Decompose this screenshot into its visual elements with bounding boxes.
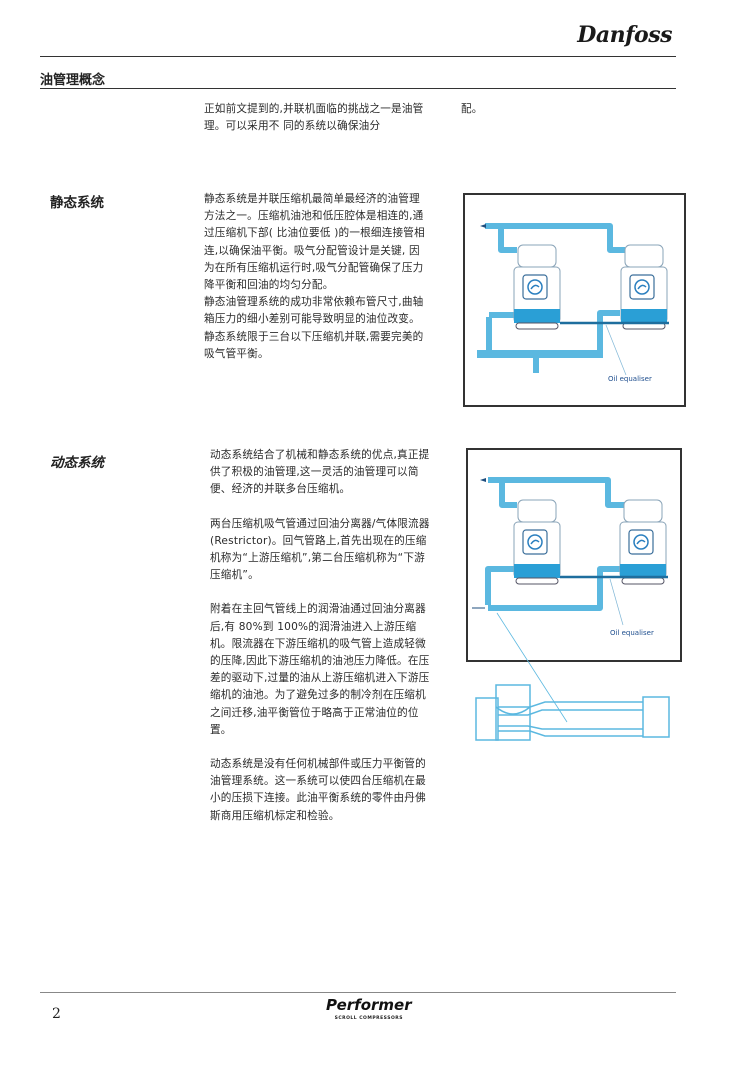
footer-rule: [40, 992, 676, 993]
oil-equaliser-label: Oil equaliser: [610, 629, 654, 637]
dynamic-system-heading: 动态系统: [50, 455, 104, 471]
static-system-text: 静态系统是并联压缩机最简单最经济的油管理方法之一。压缩机油池和低压腔体是相连的,…: [204, 191, 428, 363]
intro-text: 正如前文提到的,并联机面临的挑战之一是油管理。可以采用不 同的系统以确保油分: [204, 103, 424, 133]
section-rule: [40, 88, 676, 89]
performer-brand: Performer: [326, 996, 412, 1014]
static-system-heading: 静态系统: [50, 195, 104, 211]
dynamic-system-diagram: Oil equaliser: [466, 448, 682, 741]
paragraph: 动态系统结合了机械和静态系统的优点,真正提供了积极的油管理,这一灵活的油管理可以…: [210, 449, 430, 496]
paragraph: 两台压缩机吸气管通过回油分离器/气体限流器(Restrictor)。回气管路上,…: [210, 517, 430, 582]
danfoss-logo: Danfoss: [577, 22, 672, 48]
header-rule: [40, 56, 676, 57]
paragraph: 动态系统是没有任何机械部件或压力平衡管的油管理系统。这一系统可以使四台压缩机在最…: [210, 758, 426, 822]
oil-equaliser-label: Oil equaliser: [608, 375, 652, 383]
static-system-diagram: Oil equaliser: [463, 193, 686, 407]
paragraph: 附着在主回气管线上的润滑油通过回油分离器后,有 80%到 100%的润滑油进入上…: [210, 603, 430, 736]
section-title: 油管理概念: [40, 73, 106, 88]
restrictor-drawing: [475, 684, 670, 741]
dynamic-system-text: 动态系统结合了机械和静态系统的优点,真正提供了积极的油管理,这一灵活的油管理可以…: [210, 447, 434, 842]
paragraph: 静态系统是并联压缩机最简单最经济的油管理方法之一。压缩机油池和低压腔体是相连的,…: [204, 193, 425, 292]
paragraph: 静态油管理系统的成功非常依赖布管尺寸,曲轴箱压力的细小差别可能导致明显的油位改变…: [204, 296, 424, 326]
intro-continuation: 配。: [461, 103, 483, 115]
page-number: 2: [52, 1006, 61, 1022]
performer-subtitle: SCROLL COMPRESSORS: [334, 1016, 403, 1021]
performer-logo: Performer SCROLL COMPRESSORS: [326, 996, 412, 1022]
paragraph: 静态系统限于三台以下压缩机并联,需要完美的吸气管平衡。: [204, 330, 424, 360]
